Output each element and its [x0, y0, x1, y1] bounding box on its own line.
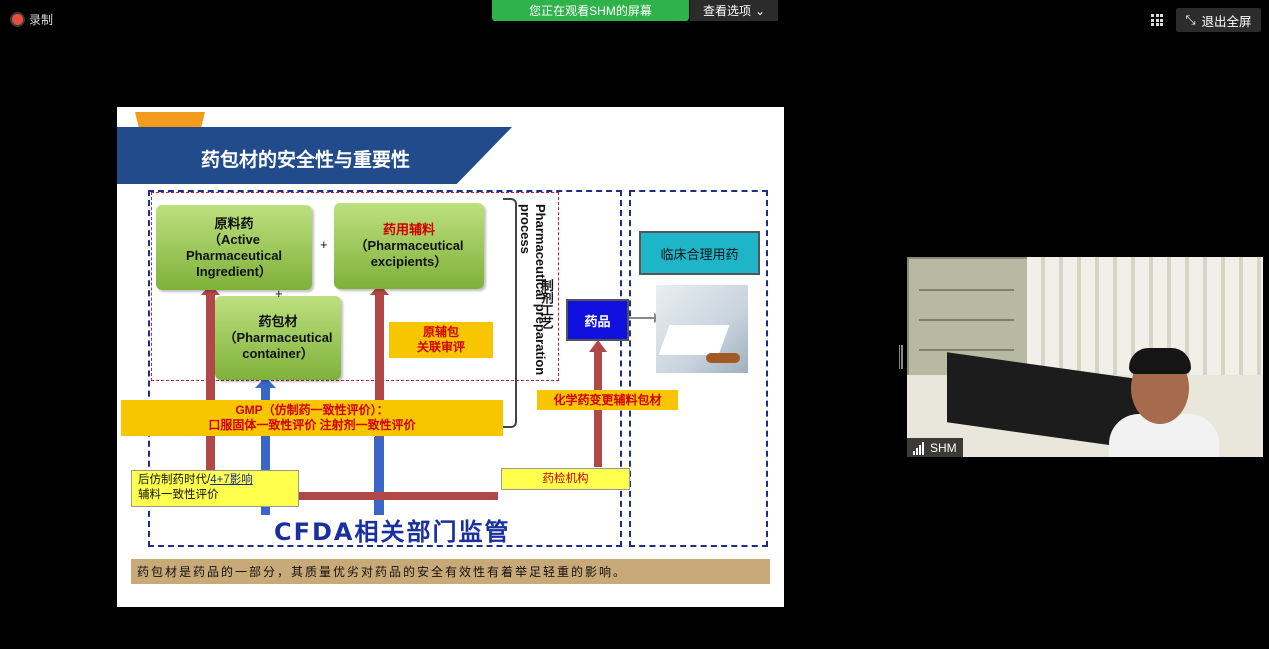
chemical-change-label: 化学药变更辅料包材 [537, 390, 678, 410]
post-generic-line1b: 4+7影响 [210, 474, 253, 486]
process-brace [503, 198, 517, 428]
participant-name-tag: SHM [907, 438, 963, 457]
video-person [1109, 348, 1219, 457]
preparation-frame [151, 192, 559, 381]
clinical-photo [656, 285, 748, 373]
participant-video[interactable] [907, 257, 1263, 457]
plus-sign-2: + [275, 286, 283, 301]
post-generic-line2: 辅料一致性评价 [138, 489, 219, 501]
gmp-line1: GMP（仿制药一致性评价）： [235, 403, 389, 417]
container-label-cn: 药包材 [258, 314, 298, 329]
drag-handle[interactable] [899, 345, 904, 369]
gallery-view-icon[interactable] [1151, 14, 1163, 26]
plus-sign-1: + [320, 237, 328, 252]
process-label-cn: 制剂工艺 [539, 279, 553, 329]
view-options-button[interactable]: 查看选项 ⌄ [690, 0, 778, 21]
exit-fullscreen-button[interactable]: ⤡ 退出全屏 [1176, 8, 1261, 32]
drug-box: 药品 [566, 299, 629, 341]
gmp-line2: 口服固体一致性评价 注射剂一致性评价 [208, 418, 416, 432]
container-box: 药包材 （Pharmaceutical container） [215, 296, 341, 380]
joint-review-line2: 关联审评 [416, 340, 465, 354]
container-label-en2: container） [242, 346, 314, 361]
clinical-frame [629, 190, 768, 547]
gmp-label: GMP（仿制药一致性评价）： 口服固体一致性评价 注射剂一致性评价 [121, 400, 503, 436]
post-generic-line1a: 后仿制药时代/ [138, 474, 211, 486]
viewing-banner: 您正在观看SHM的屏幕 [492, 0, 689, 21]
cfda-label: CFDA相关部门监管 [274, 518, 511, 546]
exit-fullscreen-label: 退出全屏 [1201, 14, 1252, 29]
slide-title: 药包材的安全性与重要性 [201, 149, 411, 171]
api-box: 原料药 （Active Pharmaceutical Ingredient） [156, 205, 312, 290]
api-label-en1: （Active [207, 231, 261, 247]
joint-review-line1: 原辅包 [422, 325, 459, 339]
chevron-down-icon: ⌄ [754, 3, 766, 18]
clinical-use-box: 临床合理用药 [639, 231, 760, 275]
exit-fullscreen-icon: ⤡ [1185, 12, 1196, 27]
post-generic-label: 后仿制药时代/4+7影响 辅料一致性评价 [131, 470, 299, 507]
title-bar [117, 127, 512, 184]
excipient-label-cn: 药用辅料 [382, 222, 435, 237]
excipient-label-en1: （Pharmaceutical [354, 238, 464, 253]
record-label: 录制 [29, 13, 54, 27]
view-options-label: 查看选项 [702, 4, 751, 18]
container-label-en1: （Pharmaceutical [223, 330, 333, 345]
excipient-box: 药用辅料 （Pharmaceutical excipients） [334, 203, 484, 289]
shared-slide: 药包材的安全性与重要性 原料药 （Active Pharmaceutical I… [117, 107, 784, 607]
process-label-en: Pharmaceutical preparation process [518, 204, 548, 376]
record-indicator[interactable]: 录制 [12, 11, 53, 28]
inspection-label: 药检机构 [501, 468, 630, 490]
excipient-label-en2: excipients） [370, 254, 448, 269]
record-icon [12, 14, 23, 25]
joint-review-label: 原辅包 关联审评 [389, 322, 493, 358]
regulation-frame [148, 190, 622, 547]
api-label-en3: Ingredient） [196, 263, 272, 279]
participant-name: SHM [930, 440, 957, 455]
signal-icon [913, 441, 925, 455]
api-label-en2: Pharmaceutical [185, 247, 283, 263]
footer-note: 药包材是药品的一部分，其质量优劣对药品的安全有效性有着举足轻重的影响。 [131, 559, 770, 584]
viewing-banner-text: 您正在观看SHM的屏幕 [529, 4, 652, 18]
api-label-cn: 原料药 [214, 215, 254, 231]
